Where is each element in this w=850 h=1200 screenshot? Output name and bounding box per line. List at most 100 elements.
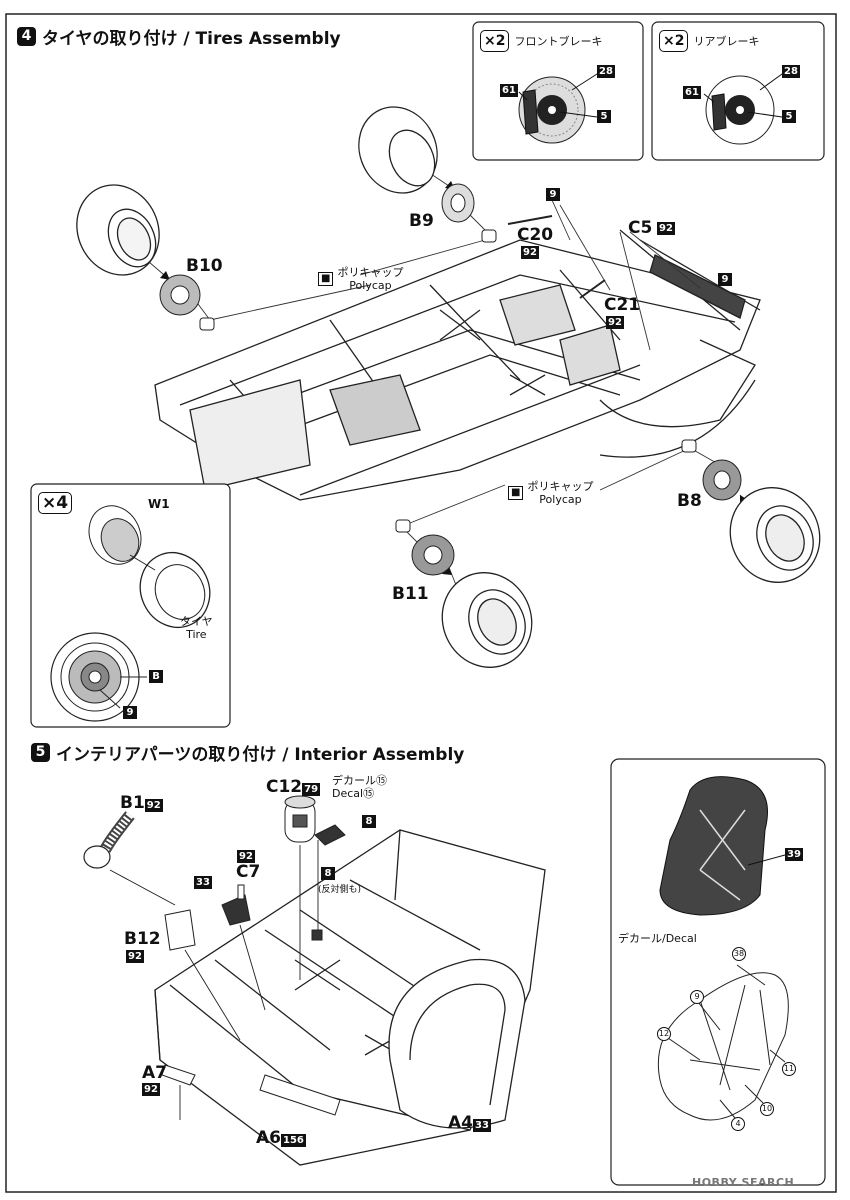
step5-number: 5 — [31, 743, 50, 762]
label-b12: B12 — [124, 929, 161, 949]
hub-b11 — [411, 534, 455, 576]
label-b9: B9 — [409, 211, 434, 231]
front-brake-inset — [472, 21, 644, 161]
tire-front-right — [441, 572, 533, 668]
rear-brake-part-5: 5 — [782, 110, 796, 123]
tag-b12-92: 92 — [126, 950, 144, 963]
tag-a4-33: 33 — [473, 1119, 491, 1132]
polycap-en: Polycap — [539, 493, 582, 506]
label-c5: C5 — [628, 218, 653, 238]
decal-15-en: Decal⑮ — [332, 787, 375, 800]
decal-num-4: 4 — [731, 1117, 745, 1131]
seat-decal-label: デカール/Decal — [618, 932, 697, 945]
hub-b9 — [441, 183, 475, 223]
polycap-jp: ポリキャップ — [337, 266, 404, 279]
rear-brake-part-28: 28 — [782, 65, 800, 78]
tag-c7-92: 92 — [237, 850, 255, 863]
label-w1: W1 — [148, 497, 170, 511]
tag-8-upper: 8 — [362, 815, 376, 828]
tag-a6-156: 156 — [281, 1134, 306, 1147]
label-a7: A7 — [142, 1063, 167, 1083]
part-8-lever — [311, 824, 346, 941]
tire-en: Tire — [186, 628, 207, 641]
front-brake-title: フロントブレーキ — [514, 34, 603, 48]
paint-b: B — [149, 670, 163, 683]
tire-rear-right — [729, 487, 821, 583]
rear-brake-inset — [651, 21, 825, 161]
watermark: HOBBY SEARCH — [692, 1176, 795, 1189]
decal-15-jp: デカール⑮ — [332, 774, 387, 787]
interior-tub — [154, 829, 546, 1166]
decal-num-38: 38 — [732, 947, 746, 961]
seat-paint-39: 39 — [785, 848, 803, 861]
label-c12: C12 — [266, 777, 303, 797]
decal-num-9: 9 — [690, 990, 704, 1004]
polycap-en: Polycap — [349, 279, 392, 292]
tag-9-upper: 9 — [546, 188, 560, 201]
rear-brake-title: リアブレーキ — [693, 34, 760, 48]
decal-15-label: デカール⑮ Decal⑮ — [332, 774, 387, 800]
polycaps — [199, 229, 697, 533]
step5-header: 5 インテリアパーツの取り付け / Interior Assembly — [31, 740, 464, 765]
rear-brake-header: ×2 リアブレーキ — [659, 30, 759, 52]
tag-b1-92: 92 — [144, 799, 163, 812]
step4-number: 4 — [17, 27, 36, 46]
decal-num-10: 10 — [760, 1102, 774, 1116]
hub-b8 — [702, 459, 742, 501]
tire-jp: タイヤ — [180, 615, 213, 628]
label-b11: B11 — [392, 584, 429, 604]
part-a6 — [259, 1074, 341, 1116]
wheel-box-count: ×4 — [38, 492, 73, 514]
tag-c12-79: 79 — [302, 783, 321, 796]
decal-num-11: 11 — [782, 1062, 796, 1076]
polycap-icon: ■ — [508, 486, 524, 500]
tag-8-lower: 8 — [321, 867, 335, 880]
label-b10: B10 — [186, 256, 223, 276]
part-c7 — [221, 884, 266, 1011]
chassis-frame — [154, 229, 761, 501]
tag-9-right: 9 — [718, 273, 732, 286]
step5-title: インテリアパーツの取り付け / Interior Assembly — [56, 745, 465, 765]
page-border — [5, 13, 837, 1193]
tag-c5-92: 92 — [657, 222, 675, 235]
label-c20: C20 — [517, 225, 554, 245]
seat-box — [610, 758, 826, 1186]
label-c7: C7 — [236, 862, 261, 882]
polycap-icon: ■ — [318, 272, 334, 286]
tag-c20-92: 92 — [521, 246, 539, 259]
tag-a7-92: 92 — [142, 1083, 160, 1096]
part-a7 — [161, 1064, 196, 1120]
part-b12-box — [164, 909, 241, 1041]
step4-title: タイヤの取り付け / Tires Assembly — [42, 29, 341, 49]
rods — [507, 215, 606, 299]
hub-b10 — [159, 274, 201, 316]
step4-header: 4 タイヤの取り付け / Tires Assembly — [17, 24, 341, 49]
tire-rear-left — [358, 106, 438, 194]
opposite-side-note: (反対側も) — [318, 885, 362, 895]
paint-9: 9 — [123, 706, 137, 719]
tire-label: タイヤ Tire — [180, 615, 213, 641]
front-brake-count: ×2 — [480, 30, 510, 52]
rear-brake-part-61: 61 — [683, 86, 701, 99]
front-brake-part-61: 61 — [500, 84, 518, 97]
tag-c21-92: 92 — [606, 316, 624, 329]
label-a6: A6 — [256, 1128, 281, 1148]
label-b8: B8 — [677, 491, 702, 511]
part-c12 — [284, 795, 316, 980]
polycap-jp: ポリキャップ — [527, 480, 594, 493]
label-b1: B1 — [120, 793, 145, 813]
front-brake-part-5: 5 — [597, 110, 611, 123]
part-b1-hose — [83, 811, 176, 906]
wheel-assembly-box — [30, 483, 231, 728]
front-brake-part-28: 28 — [597, 65, 615, 78]
rear-brake-count: ×2 — [659, 30, 689, 52]
label-c21: C21 — [604, 295, 641, 315]
decal-num-12: 12 — [657, 1027, 671, 1041]
